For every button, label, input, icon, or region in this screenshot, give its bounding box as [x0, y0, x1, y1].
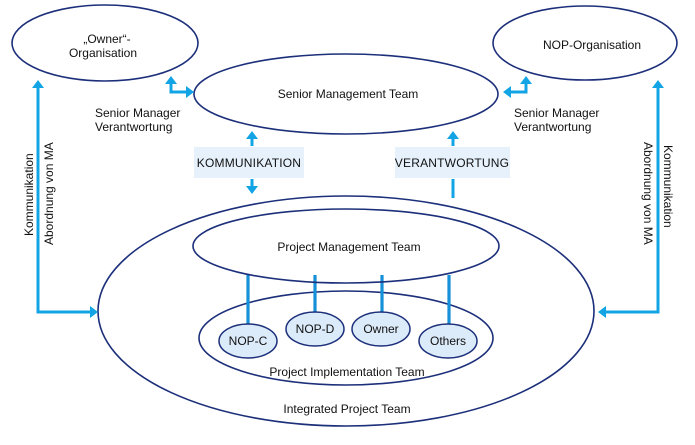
- owner-organisation-label-line2: Organisation: [69, 46, 137, 60]
- right-side-arrow: [598, 80, 664, 318]
- right-senior-manager-label-line1: Senior Manager: [514, 106, 599, 120]
- member-label-others: Others: [430, 334, 466, 348]
- nop-organisation-ellipse: [492, 5, 678, 81]
- project-implementation-team-label: Project Implementation Team: [269, 365, 424, 379]
- left-side-label-line1: Kommunikation: [22, 153, 36, 236]
- member-ellipse-owner: [351, 311, 411, 347]
- left-senior-manager-arrow: [165, 76, 194, 98]
- senior-management-team-ellipse: [193, 53, 499, 135]
- right-side-label-line2: Abordnung von MA: [641, 142, 655, 245]
- left-side-arrow: [32, 80, 98, 318]
- member-ellipse-nop-c: [218, 323, 278, 359]
- member-label-owner: Owner: [363, 322, 398, 336]
- project-implementation-team-ellipse: [198, 290, 494, 386]
- right-senior-manager-arrow: [503, 76, 532, 98]
- verantwortung-tag-label: VERANTWORTUNG: [395, 156, 509, 170]
- kommunikation-tag-label: KOMMUNIKATION: [197, 156, 301, 170]
- project-management-team-ellipse: [192, 208, 500, 284]
- verantwortung-tag-box: [395, 147, 510, 178]
- left-senior-manager-label-line2: Verantwortung: [95, 120, 172, 134]
- senior-management-team-label: Senior Management Team: [278, 87, 419, 101]
- right-senior-manager-label-line2: Verantwortung: [514, 120, 591, 134]
- left-senior-manager-label-line1: Senior Manager: [95, 106, 180, 120]
- right-side-label-line1: Kommunikation: [661, 145, 675, 228]
- integrated-project-team-label: Integrated Project Team: [283, 402, 410, 416]
- left-side-label-line2: Abordnung von MA: [42, 142, 56, 245]
- owner-organisation-label-line1: „Owner“-: [83, 32, 130, 46]
- kommunikation-tag-box: [194, 147, 304, 178]
- member-label-nop-c: NOP-C: [229, 334, 268, 348]
- member-ellipse-others: [418, 323, 478, 359]
- member-label-nop-d: NOP-D: [296, 322, 335, 336]
- kommunikation-arrow-up: [246, 131, 258, 146]
- kommunikation-arrow-down: [246, 179, 258, 194]
- nop-organisation-label: NOP-Organisation: [543, 38, 641, 52]
- project-management-team-label: Project Management Team: [277, 240, 420, 254]
- owner-organisation-ellipse: [11, 4, 199, 82]
- member-ellipse-nop-d: [285, 311, 345, 347]
- verantwortung-arrow-up: [447, 131, 459, 198]
